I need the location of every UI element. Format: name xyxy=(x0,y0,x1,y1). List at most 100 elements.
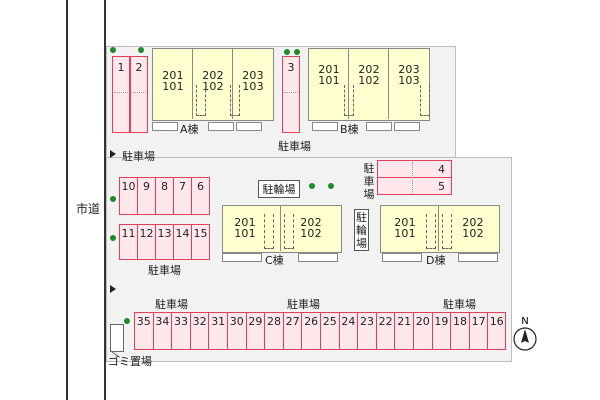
tree-icon xyxy=(328,183,334,189)
parking-space-3: 3 xyxy=(282,56,300,133)
parking-space-5: 5 xyxy=(377,177,452,195)
label-char: 場 xyxy=(363,188,375,201)
parking-space-number: 23 xyxy=(359,315,374,328)
unit-a2-lower: 102 xyxy=(202,80,224,93)
parking-space-28: 28 xyxy=(264,312,284,350)
parking-space-number: 18 xyxy=(452,315,467,328)
unit-b2-upper: 202 xyxy=(358,63,380,76)
parking-space-4: 4 xyxy=(377,160,452,178)
unit-b3-upper: 203 xyxy=(398,63,420,76)
parking-space-33: 33 xyxy=(171,312,191,350)
parking-space-25: 25 xyxy=(320,312,340,350)
tree-icon xyxy=(124,318,130,324)
tree-icon xyxy=(294,49,300,55)
parking-space-number: 9 xyxy=(143,180,150,193)
parking-space-number: 25 xyxy=(322,315,337,328)
unit-divider xyxy=(280,205,281,251)
label-char: 駐 xyxy=(363,162,375,175)
parking-space-30: 30 xyxy=(227,312,247,350)
parking-space-number: 1 xyxy=(117,61,125,74)
label-char: 車 xyxy=(363,175,375,188)
label-char: 駐 xyxy=(356,211,367,224)
parking-space-number: 16 xyxy=(489,315,504,328)
unit-c1-lower: 101 xyxy=(234,227,256,240)
parking-space-number: 22 xyxy=(378,315,393,328)
parking-space-23: 23 xyxy=(357,312,377,350)
parking-space-31: 31 xyxy=(208,312,228,350)
parking-space-24: 24 xyxy=(338,312,359,350)
parking-row-upper: 10 9 8 7 6 xyxy=(119,177,211,215)
parking-space-17: 17 xyxy=(468,312,489,350)
staircase xyxy=(264,214,274,249)
unit-d2-upper: 202 xyxy=(462,216,484,229)
unit-b2-lower: 102 xyxy=(358,74,380,87)
road-edge-left xyxy=(66,0,68,400)
parking-space-29: 29 xyxy=(245,312,266,350)
parking-space-34: 34 xyxy=(152,312,173,350)
entrance-block xyxy=(458,253,498,262)
space-divider xyxy=(284,92,298,93)
parking-space-number: 14 xyxy=(175,227,190,240)
building-c xyxy=(222,205,342,253)
bike-parking-horizontal: 駐輪場 xyxy=(258,180,300,198)
entrance-block xyxy=(394,122,420,131)
parking-space-32: 32 xyxy=(189,312,210,350)
garbage-label: ゴミ置場 xyxy=(108,355,152,368)
label-char: 場 xyxy=(356,237,367,250)
unit-divider xyxy=(348,48,349,119)
parking-space-35: 35 xyxy=(134,312,154,350)
unit-d2-lower: 102 xyxy=(462,227,484,240)
unit-a1-lower: 101 xyxy=(162,80,184,93)
parking-space-16: 16 xyxy=(487,312,506,350)
parking-space-12: 12 xyxy=(137,224,156,260)
tree-icon xyxy=(110,47,116,53)
space-divider xyxy=(114,92,146,93)
unit-divider xyxy=(388,48,389,119)
building-d xyxy=(380,205,500,253)
unit-c1-upper: 201 xyxy=(234,216,256,229)
parking-label-bottom-center: 駐車場 xyxy=(287,298,320,311)
staircase xyxy=(284,214,294,249)
parking-space-number: 21 xyxy=(397,315,412,328)
staircase xyxy=(442,214,452,249)
road-edge-right xyxy=(104,0,106,400)
parking-space-1: 1 xyxy=(112,56,130,133)
parking-space-number: 28 xyxy=(266,315,281,328)
road-label: 市道 xyxy=(76,202,101,216)
parking-label-bottom-right: 駐車場 xyxy=(443,298,476,311)
label-char: 輪 xyxy=(356,224,367,237)
parking-space-18: 18 xyxy=(450,312,470,350)
parking-space-number: 2 xyxy=(135,61,143,74)
parking-space-20: 20 xyxy=(413,312,433,350)
parking-space-number: 5 xyxy=(438,179,445,193)
bike-parking-label: 駐輪場 xyxy=(262,183,296,196)
unit-b1-lower: 101 xyxy=(318,74,340,87)
parking-space-number: 7 xyxy=(179,180,186,193)
parking-space-number: 33 xyxy=(173,315,188,328)
building-d-label: D棟 xyxy=(426,254,446,267)
parking-space-number: 6 xyxy=(197,180,204,193)
staircase xyxy=(344,85,354,116)
parking-space-number: 11 xyxy=(121,227,136,240)
parking-space-15: 15 xyxy=(191,224,210,260)
tree-icon xyxy=(110,235,116,241)
parking-space-19: 19 xyxy=(431,312,452,350)
parking-space-7: 7 xyxy=(173,177,192,215)
entrance-block xyxy=(298,253,338,262)
building-b-label: B棟 xyxy=(340,123,359,136)
compass-north-icon: N xyxy=(512,314,538,354)
parking-space-26: 26 xyxy=(301,312,321,350)
garbage-area xyxy=(110,324,124,352)
parking-space-8: 8 xyxy=(155,177,174,215)
tree-icon xyxy=(138,47,144,53)
entrance-block xyxy=(208,122,234,131)
entrance-block xyxy=(382,253,422,262)
parking-space-21: 21 xyxy=(394,312,414,350)
unit-a2-upper: 202 xyxy=(202,69,224,82)
space-divider xyxy=(412,162,413,194)
parking-row-bottom: 35 34 33 32 31 30 29 28 27 26 25 24 23 2… xyxy=(134,312,506,350)
parking-space-number: 26 xyxy=(304,315,319,328)
parking-space-number: 31 xyxy=(211,315,226,328)
entrance-block xyxy=(312,122,338,131)
building-a xyxy=(152,48,274,121)
